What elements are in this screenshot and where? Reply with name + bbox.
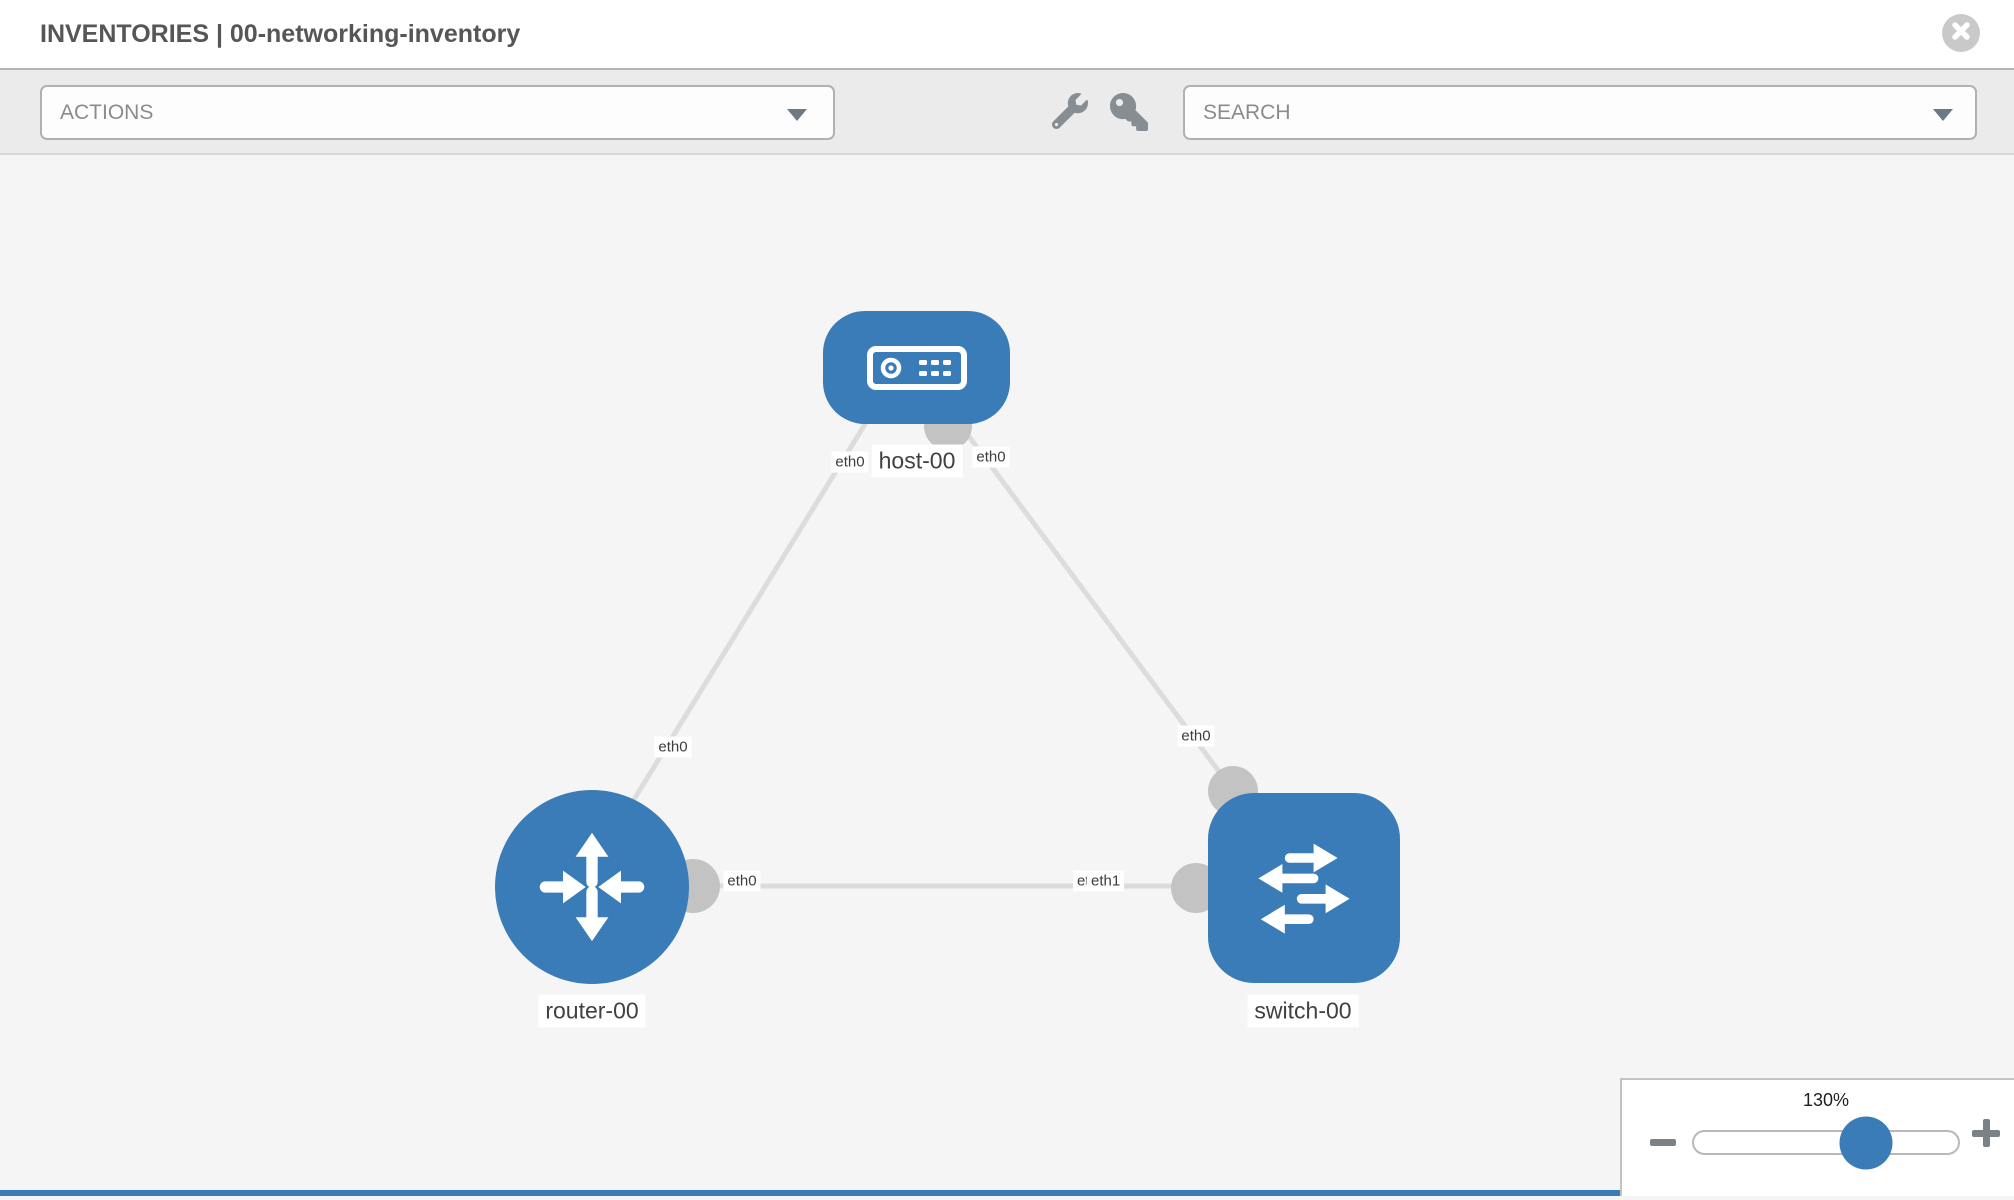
iface-label: eth0 <box>723 870 761 892</box>
node-switch-00[interactable] <box>1208 793 1400 983</box>
actions-dropdown[interactable]: ACTIONS <box>40 85 835 140</box>
toolbar: ACTIONS SEARCH <box>0 70 2014 155</box>
caret-down-icon <box>1933 109 1953 121</box>
topology-svg <box>627 402 1300 913</box>
node-label-router: router-00 <box>538 994 646 1028</box>
iface-label: eth0 <box>654 736 692 758</box>
close-button[interactable] <box>1942 14 1980 52</box>
bottom-bar <box>0 1190 1620 1196</box>
page-title: INVENTORIES | 00-networking-inventory <box>40 19 521 48</box>
iface-label: eth1 <box>1087 870 1125 892</box>
close-icon <box>1951 21 1971 46</box>
key-button[interactable] <box>1110 93 1148 136</box>
plus-icon <box>1972 1119 2000 1147</box>
node-host-00[interactable] <box>823 311 1010 424</box>
zoom-panel: 130% <box>1620 1078 2014 1196</box>
wrench-icon <box>1051 93 1088 130</box>
wrench-button[interactable] <box>1051 93 1088 134</box>
key-icon <box>1110 93 1148 131</box>
iface-label: eth0 <box>972 446 1010 468</box>
zoom-slider[interactable] <box>1692 1116 1960 1169</box>
search-dropdown[interactable]: SEARCH <box>1183 85 1977 140</box>
search-placeholder: SEARCH <box>1203 100 1291 124</box>
zoom-in-button[interactable] <box>1972 1119 2000 1152</box>
zoom-percent: 130% <box>1802 1090 1850 1110</box>
server-icon <box>866 345 967 390</box>
node-label-host: host-00 <box>871 444 963 478</box>
iface-label: eth0 <box>831 451 869 473</box>
caret-down-icon <box>787 109 807 121</box>
header: INVENTORIES | 00-networking-inventory <box>0 0 2014 70</box>
actions-dropdown-label: ACTIONS <box>60 100 154 124</box>
node-label-switch: switch-00 <box>1247 994 1359 1028</box>
router-icon <box>539 832 645 942</box>
switch-icon <box>1258 843 1350 934</box>
topology-canvas[interactable]: eth0 eth0 eth0 eth0 eth0 eth0 eth1 host-… <box>0 155 2014 1196</box>
minus-icon <box>1650 1139 1676 1146</box>
zoom-out-button[interactable] <box>1650 1129 1676 1160</box>
node-router-00[interactable] <box>495 790 689 984</box>
iface-label: eth0 <box>1177 725 1215 747</box>
zoom-slider-thumb[interactable] <box>1839 1116 1893 1169</box>
